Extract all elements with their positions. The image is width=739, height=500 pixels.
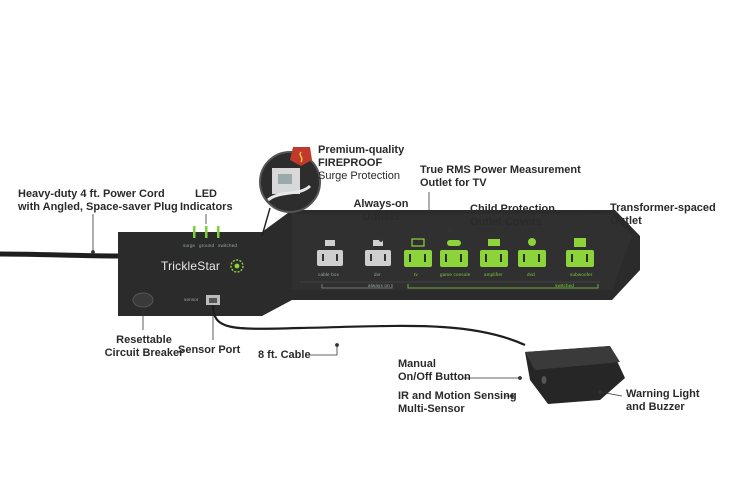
callout-fireproof-line-2: FIREPROOF — [318, 157, 383, 169]
callout-always-on-line-1: Always-on — [353, 198, 409, 210]
tricklestar-logo-icon — [230, 259, 244, 273]
callout-child-line-2: Outlet Covers — [470, 216, 543, 228]
multi-sensor — [525, 346, 625, 404]
callout-warning-line-1: Warning Light — [626, 388, 700, 400]
switched-label: switched — [555, 283, 575, 288]
led-indicators — [193, 226, 220, 238]
outlet-label-amplifier: amplifier — [484, 272, 503, 277]
outlet-label-cable-box: cable box — [318, 272, 340, 277]
outlet-dvd — [518, 238, 546, 267]
fireproof-badge-icon — [290, 147, 312, 166]
callout-led-line-2: Indicators — [180, 201, 233, 213]
callout-rms-line-1: True RMS Power Measurement — [420, 164, 581, 176]
switched-bracket — [407, 284, 599, 289]
outlet-game-console — [440, 240, 468, 267]
callout-ir-line-1: IR and Motion Sensing — [398, 390, 517, 402]
outlet-label-game-console: game console — [440, 272, 471, 277]
outlet-label-dvd: dvd — [527, 272, 535, 277]
callout-breaker: Resettable Circuit Breaker — [100, 334, 188, 360]
callout-sensor-port: Sensor Port — [178, 344, 240, 357]
led-label-surge: surge — [183, 243, 196, 248]
outlet-amplifier — [480, 239, 508, 267]
callout-manual: Manual On/Off Button — [398, 358, 471, 384]
callout-power-cord: Heavy-duty 4 ft. Power Cord with Angled,… — [18, 188, 178, 214]
callout-warning-line-2: and Buzzer — [626, 401, 685, 413]
callout-transformer: Transformer-spaced Outlet — [610, 202, 716, 228]
callout-breaker-line-2: Circuit Breaker — [104, 347, 184, 359]
callout-manual-line-2: On/Off Button — [398, 371, 471, 383]
callout-fireproof-line-1: Premium-quality — [318, 144, 405, 156]
callout-power-cord-line-2: with Angled, Space-saver Plug — [18, 201, 178, 213]
callout-child-line-1: Child Protection — [470, 203, 555, 215]
sensor-cable — [211, 304, 526, 347]
callout-sensor-port-line-1: Sensor Port — [178, 344, 241, 356]
sensor-label: sensor — [184, 297, 199, 302]
callout-led-line-1: LED — [195, 188, 217, 200]
callout-transformer-line-1: Transformer-spaced — [610, 202, 716, 214]
led-label-ground: ground — [199, 243, 215, 248]
brand-name: TrickleStar — [161, 259, 221, 273]
sensor-port — [206, 295, 220, 305]
callout-led-indicators: LED Indicators — [180, 188, 233, 214]
always-on-bracket — [321, 284, 393, 289]
fireproof-magnifier — [259, 151, 321, 237]
callout-rms: True RMS Power Measurement Outlet for TV — [420, 164, 581, 190]
callout-transformer-line-2: Outlet — [610, 215, 642, 227]
outlet-subwoofer — [566, 238, 594, 267]
callout-warning: Warning Light and Buzzer — [626, 388, 700, 414]
callout-fireproof: Premium-quality FIREPROOF Surge Protecti… — [318, 144, 404, 183]
power-cord — [0, 251, 119, 259]
always-on-label: always on — [368, 283, 390, 288]
callout-breaker-line-1: Resettable — [116, 334, 172, 346]
outlet-label-tv: tv — [414, 272, 418, 277]
callout-child-protection: Child Protection Outlet Covers — [470, 203, 555, 229]
leader-lines — [91, 192, 623, 398]
outlet-label-dvr: dvr — [374, 272, 381, 277]
callout-always-on-line-2: Outlets — [362, 211, 400, 223]
callout-rms-line-2: Outlet for TV — [420, 177, 487, 189]
callout-cable-line-1: 8 ft. Cable — [258, 349, 311, 361]
led-label-switched: switched — [218, 243, 238, 248]
callout-power-cord-line-1: Heavy-duty 4 ft. Power Cord — [18, 188, 165, 200]
callout-always-on: Always-on Outlets — [348, 198, 414, 224]
callout-ir-line-2: Multi-Sensor — [398, 403, 465, 415]
callout-fireproof-line-3: Surge Protection — [318, 170, 400, 182]
outlet-cable-box — [317, 240, 343, 266]
circuit-breaker — [132, 292, 154, 308]
callout-manual-line-1: Manual — [398, 358, 436, 370]
callout-cable: 8 ft. Cable — [258, 349, 311, 362]
outlet-dvr — [365, 240, 391, 266]
outlet-label-subwoofer: subwoofer — [570, 272, 593, 277]
outlet-tv — [404, 238, 432, 267]
callout-ir-sensor: IR and Motion Sensing Multi-Sensor — [398, 390, 517, 416]
